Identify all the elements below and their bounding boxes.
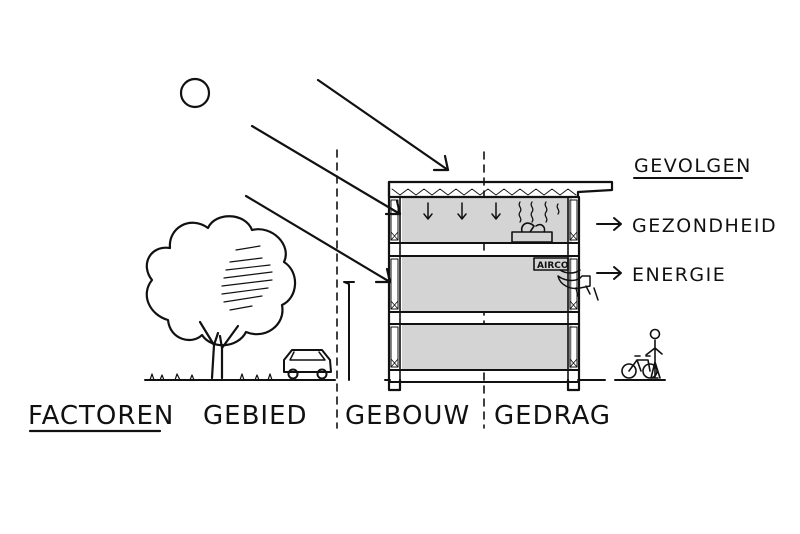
car-wheel-front — [287, 368, 299, 380]
building: AIRCO — [387, 180, 614, 392]
floor-slab-1 — [388, 242, 580, 257]
room-bottom — [402, 324, 572, 370]
airco-unit — [533, 257, 569, 271]
roof-insulation — [391, 188, 577, 196]
label-energie: ENERGIE — [632, 264, 726, 286]
tree-icon — [145, 215, 297, 380]
room-top — [402, 197, 572, 243]
facade-insulation — [390, 231, 578, 368]
car-wheel-rear — [316, 368, 328, 380]
tree-trunk — [198, 320, 240, 380]
person-body — [645, 339, 663, 379]
building-inner-wall — [399, 196, 569, 381]
person-head — [649, 328, 661, 340]
car-icon — [283, 349, 332, 380]
heat-arrows — [423, 202, 501, 220]
airco-label: AIRCO — [537, 261, 569, 271]
sun-ray-top — [316, 78, 450, 172]
sun-ray-middle — [250, 124, 402, 216]
cyclist-icon — [621, 328, 663, 379]
floor-slab-3 — [388, 369, 580, 383]
tree-crown — [145, 215, 297, 347]
bicycle-wheel-front — [621, 363, 637, 379]
arrow-gezondheid-icon — [596, 217, 622, 231]
overheated-person-icon — [511, 222, 553, 243]
building-outer-wall — [387, 180, 581, 392]
arrow-energie-icon — [596, 266, 622, 280]
roof-overhang — [387, 180, 614, 199]
airco-exhaust-duct — [557, 269, 599, 301]
car-windows — [289, 351, 326, 361]
label-factoren: FACTOREN — [28, 401, 174, 431]
sun-icon — [179, 77, 211, 109]
grass-tufts — [149, 373, 273, 381]
sun-ray-bottom — [244, 194, 392, 284]
heat-waves-icon — [518, 201, 560, 223]
tree-shading — [221, 245, 273, 311]
bicycle-frame — [628, 355, 651, 372]
label-gezondheid: GEZONDHEID — [632, 215, 777, 237]
street-lamp-icon — [343, 281, 355, 381]
label-gedrag: GEDRAG — [494, 401, 611, 431]
label-gevolgen: GEVOLGEN — [634, 155, 752, 177]
floor-slab-2 — [388, 311, 580, 325]
room-middle — [402, 256, 572, 312]
car-body — [283, 349, 332, 373]
label-gebied: GEBIED — [203, 401, 308, 431]
label-gebouw: GEBOUW — [345, 401, 470, 431]
sun-ray-top-arrowhead — [432, 154, 450, 172]
